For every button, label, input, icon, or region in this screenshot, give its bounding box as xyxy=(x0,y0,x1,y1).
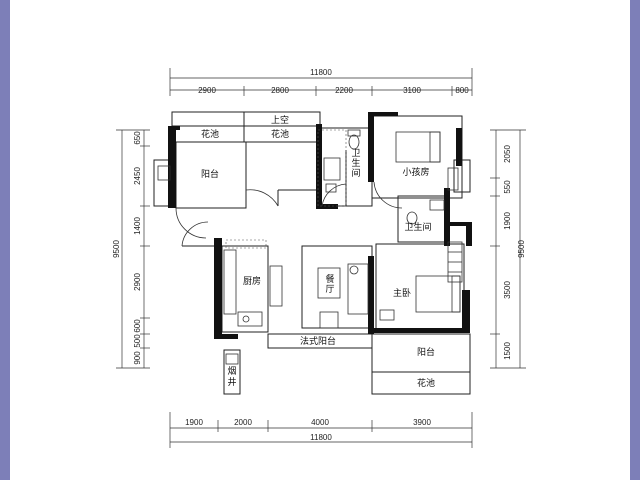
label-flue-a: 烟 xyxy=(227,365,236,377)
bottom-dimensions xyxy=(169,412,473,448)
thick-walls xyxy=(168,112,472,339)
bottom-dim-2: 2000 xyxy=(234,418,252,427)
top-dim-1: 2900 xyxy=(198,86,216,95)
left-dim-7: 900 xyxy=(133,351,142,365)
left-dim-1: 650 xyxy=(133,131,142,145)
label-balcony: 阳台 xyxy=(201,168,219,180)
label-kids-room: 小孩房 xyxy=(402,166,429,178)
bottom-dim-4: 3900 xyxy=(413,418,431,427)
bottom-dim-1: 1900 xyxy=(185,418,203,427)
right-dim-4: 3500 xyxy=(503,281,512,299)
label-dining-b: 厅 xyxy=(325,284,334,295)
left-dimensions xyxy=(116,129,150,369)
left-dim-5: 600 xyxy=(133,319,142,333)
bottom-dim-3: 4000 xyxy=(311,418,329,427)
right-dim-5: 1500 xyxy=(503,342,512,360)
label-planter-3: 花池 xyxy=(417,377,435,389)
label-bathroom-1-a: 卫 xyxy=(351,149,360,159)
label-master-bedroom: 主卧 xyxy=(393,287,411,299)
label-bathroom-1-c: 间 xyxy=(351,167,360,179)
label-french-balcony: 法式阳台 xyxy=(300,335,336,347)
bottom-total-dim: 11800 xyxy=(310,433,332,442)
right-dim-3: 1900 xyxy=(503,212,512,230)
label-void: 上空 xyxy=(271,114,289,126)
label-planter-2: 花池 xyxy=(271,128,289,140)
label-flue-b: 井 xyxy=(227,376,236,388)
label-balcony-2: 阳台 xyxy=(417,346,435,358)
top-dim-3: 2200 xyxy=(335,86,353,95)
top-total-dim: 11800 xyxy=(310,68,332,77)
label-kitchen: 厨房 xyxy=(243,275,261,287)
floor-plan-page xyxy=(10,0,630,480)
left-dim-2: 2450 xyxy=(133,167,142,185)
left-dim-3: 1400 xyxy=(133,217,142,235)
label-dining-a: 餐 xyxy=(325,273,334,285)
left-total-dim: 9500 xyxy=(112,240,121,258)
label-planter-1: 花池 xyxy=(201,128,219,140)
right-total-dim: 9500 xyxy=(517,240,526,258)
right-dim-1: 2050 xyxy=(503,145,512,163)
label-bathroom-1-b: 生 xyxy=(351,157,360,169)
fixtures xyxy=(157,129,463,365)
top-dim-2: 2800 xyxy=(271,86,289,95)
right-dim-2: 550 xyxy=(503,180,512,194)
top-dim-5: 800 xyxy=(455,86,469,95)
top-dimensions xyxy=(169,68,473,96)
right-dimensions xyxy=(490,129,526,369)
left-dim-6: 500 xyxy=(133,334,142,348)
dashed-outline xyxy=(225,129,347,249)
top-dim-4: 3100 xyxy=(403,86,421,95)
label-bathroom-2: 卫生间 xyxy=(404,221,431,233)
left-dim-4: 2900 xyxy=(133,273,142,291)
